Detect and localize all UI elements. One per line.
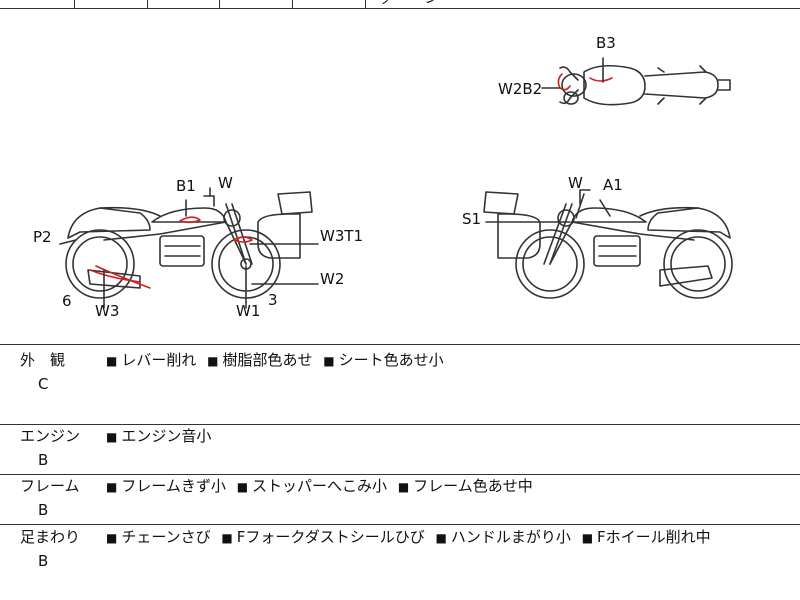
header-divider: [219, 0, 220, 8]
condition-row-exterior: 外 観 C ■レバー削れ ■樹脂部色あせ ■シート色あせ小: [0, 344, 800, 424]
category-name: 外 観: [20, 351, 66, 369]
label-p2: P2: [33, 228, 52, 246]
condition-item: ■レバー削れ: [106, 351, 197, 369]
header-divider: [147, 0, 148, 8]
bullet-square-icon: ■: [106, 354, 118, 368]
category-grade: B: [38, 451, 49, 469]
header-divider: [292, 0, 293, 8]
condition-items: ■チェーンさび ■Fフォークダストシールひび ■ハンドルまがり小 ■Fホイール削…: [106, 527, 717, 548]
category-grade: B: [38, 501, 49, 519]
condition-row-frame: フレーム B ■フレームきず小 ■ストッパーへこみ小 ■フレーム色あせ中: [0, 474, 800, 524]
category-name: 足まわり: [20, 528, 81, 546]
header-divider: [365, 0, 366, 8]
row-divider: [0, 424, 800, 425]
label-w-right: W: [568, 174, 583, 192]
header-divider: [74, 0, 75, 8]
condition-item: ■ハンドルまがり小: [435, 528, 571, 546]
bullet-square-icon: ■: [106, 480, 118, 494]
bullet-square-icon: ■: [221, 531, 233, 545]
bullet-square-icon: ■: [435, 531, 447, 545]
condition-items: ■レバー削れ ■樹脂部色あせ ■シート色あせ小: [106, 350, 450, 371]
label-w2b2: W2B2: [498, 80, 542, 98]
condition-item: ■フレームきず小: [106, 477, 226, 495]
label-w3: W3: [95, 302, 119, 320]
category-name: フレーム: [20, 477, 80, 495]
category-name: エンジン: [20, 427, 81, 445]
condition-item: ■ストッパーへこみ小: [236, 477, 388, 495]
category-grade: C: [38, 375, 49, 393]
condition-item: ■エンジン音小: [106, 427, 212, 445]
damage-diagram: B3 W2B2 B1 W P2 W3T1 W2 6 W3 W1 3 W A1 S…: [0, 8, 800, 344]
category-grade: B: [38, 552, 49, 570]
condition-item: ■フレーム色あせ中: [397, 477, 533, 495]
label-6: 6: [62, 292, 72, 310]
condition-item: ■樹脂部色あせ: [207, 351, 313, 369]
condition-item: ■Fホイール削れ中: [581, 528, 711, 546]
label-w2: W2: [320, 270, 344, 288]
condition-row-suspension: 足まわり B ■チェーンさび ■Fフォークダストシールひび ■ハンドルまがり小 …: [0, 524, 800, 600]
bullet-square-icon: ■: [106, 430, 118, 444]
bullet-square-icon: ■: [581, 531, 594, 545]
label-b3: B3: [596, 34, 616, 52]
row-divider: [0, 474, 800, 475]
header-partial-text: ッ ・・ン: [378, 0, 438, 8]
bullet-square-icon: ■: [236, 480, 249, 494]
bullet-square-icon: ■: [397, 480, 410, 494]
bullet-square-icon: ■: [207, 354, 219, 368]
condition-items: ■エンジン音小: [106, 426, 217, 447]
label-3: 3: [268, 291, 278, 309]
condition-item: ■シート色あせ小: [323, 351, 444, 369]
label-a1: A1: [603, 176, 623, 194]
label-w-left: W: [218, 174, 233, 192]
bullet-square-icon: ■: [323, 354, 335, 368]
bullet-square-icon: ■: [106, 531, 118, 545]
label-s1: S1: [462, 210, 481, 228]
motorcycle-left-view: [59, 187, 319, 309]
label-b1: B1: [176, 177, 196, 195]
condition-item: ■Fフォークダストシールひび: [221, 528, 425, 546]
row-divider: [0, 524, 800, 525]
label-w1: W1: [236, 302, 260, 320]
condition-items: ■フレームきず小 ■ストッパーへこみ小 ■フレーム色あせ中: [106, 476, 539, 497]
motorcycle-right-view: [483, 189, 733, 299]
condition-row-engine: エンジン B ■エンジン音小: [0, 424, 800, 474]
label-w3t1: W3T1: [320, 227, 363, 245]
row-divider: [0, 344, 800, 345]
row-divider: [0, 8, 800, 9]
condition-item: ■チェーンさび: [106, 528, 211, 546]
motorcycle-top-view: [541, 57, 731, 106]
